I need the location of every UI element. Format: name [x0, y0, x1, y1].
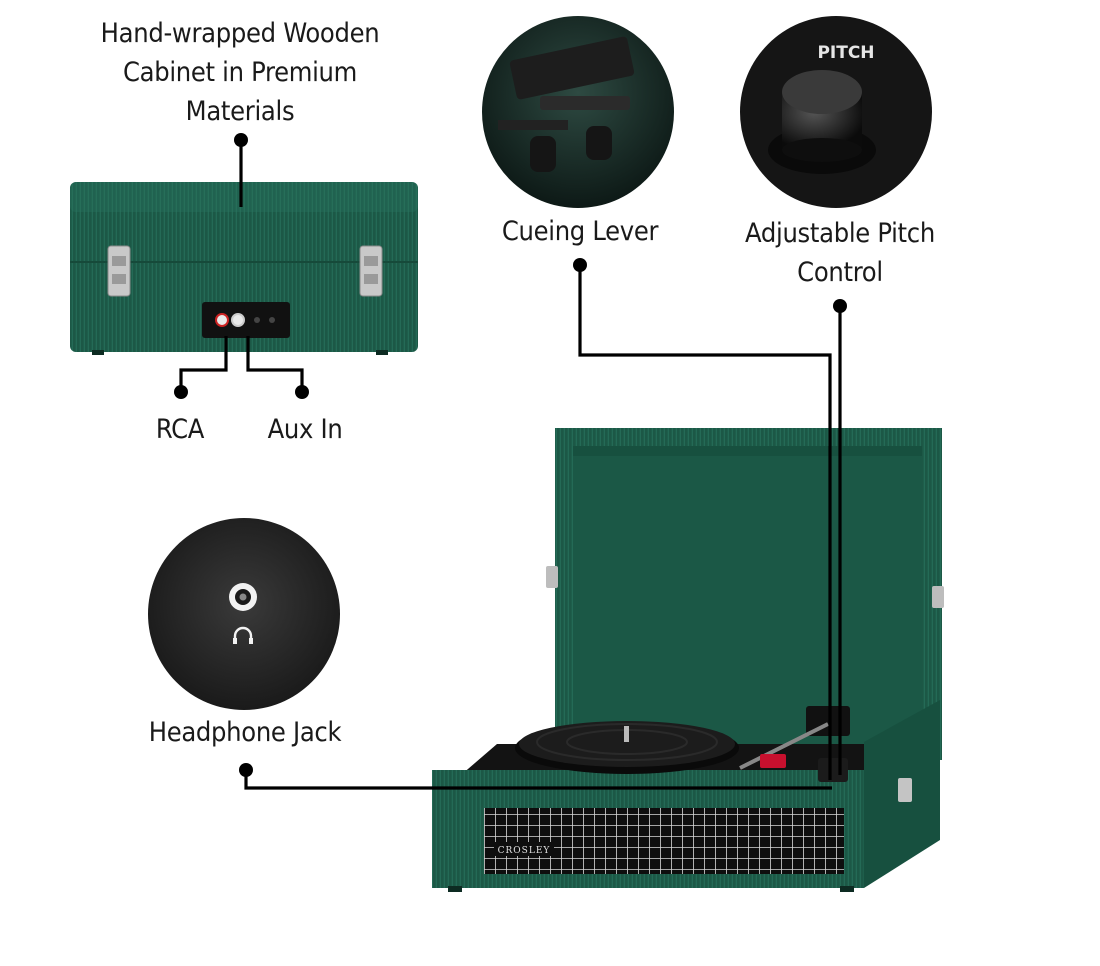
headphone-jack-detail	[148, 518, 340, 710]
aux-in-label: Aux In	[267, 414, 343, 445]
cabinet-label: Hand-wrapped Wooden Cabinet in Premium M…	[60, 14, 420, 131]
platter	[515, 721, 739, 774]
speaker-grille	[484, 808, 844, 874]
brand-logo: CROSLEY	[498, 846, 551, 856]
pitch-knob-label: PITCH	[817, 43, 874, 63]
rca-jack-right	[231, 313, 245, 327]
rca-label: RCA	[155, 414, 205, 445]
cueing-lever-detail	[482, 16, 674, 208]
cueing-lever-label: Cueing Lever	[501, 216, 659, 247]
pitch-control-detail: PITCH	[740, 16, 932, 208]
closed-case	[70, 182, 418, 355]
headphone-icon	[233, 626, 253, 644]
cabinet-label-line-2: Cabinet in Premium	[122, 57, 358, 88]
pitch-label-line-1: Adjustable Pitch	[745, 218, 935, 249]
pitch-label-line-2: Control	[797, 257, 883, 288]
jack-socket-icon	[229, 583, 257, 611]
latch-right	[359, 245, 383, 297]
open-turntable: CROSLEY	[432, 428, 944, 892]
cabinet-label-line-1: Hand-wrapped Wooden	[100, 18, 380, 49]
cabinet-label-line-3: Materials	[185, 96, 295, 127]
rca-jack-left	[215, 313, 229, 327]
headphone-jack-label: Headphone Jack	[148, 717, 342, 748]
callout-dots	[174, 133, 847, 777]
back-input-panel	[202, 302, 290, 338]
aux-jack	[254, 317, 260, 323]
pitch-control-label: Adjustable Pitch Control	[720, 214, 960, 292]
latch-left	[107, 245, 131, 297]
